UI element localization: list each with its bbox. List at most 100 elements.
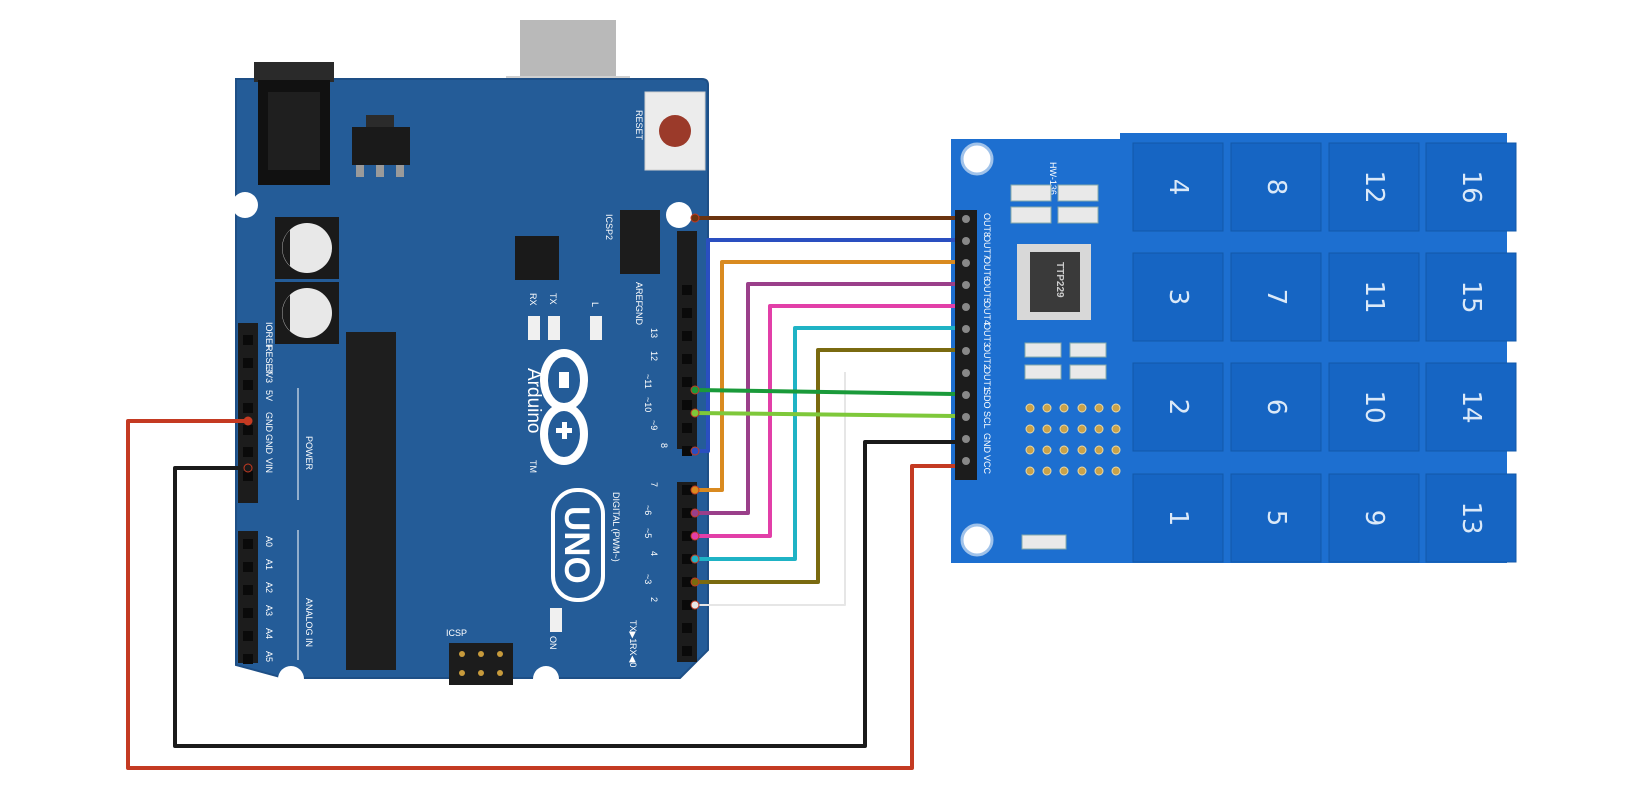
- keypad-pin: [962, 281, 970, 289]
- power-pin: [243, 335, 253, 345]
- keypad-pin-label: SDO: [982, 389, 992, 409]
- digital-pin: [682, 331, 692, 341]
- digital-pin-label: ~10: [643, 397, 653, 412]
- key-label: 14: [1456, 390, 1486, 423]
- touch-key[interactable]: 1: [1132, 473, 1224, 563]
- svg-text:ON: ON: [548, 636, 558, 650]
- reset-button[interactable]: [644, 91, 706, 171]
- analog-pin-label: A0: [264, 536, 274, 547]
- touch-key[interactable]: 13: [1425, 473, 1517, 563]
- touch-key[interactable]: 11: [1328, 252, 1420, 342]
- key-label: 3: [1163, 289, 1193, 306]
- wire-gnd: [173, 440, 955, 748]
- wire-out1: [695, 372, 846, 606]
- wire-vcc: [126, 419, 955, 770]
- power-pin-label: 3V3: [264, 367, 274, 383]
- analog-pin-label: A2: [264, 582, 274, 593]
- mounting-hole: [533, 666, 559, 692]
- key-label: 2: [1163, 399, 1193, 416]
- digital-pin: [682, 377, 692, 387]
- ic-label: TTP229: [1054, 262, 1065, 298]
- analog-pin-label: A1: [264, 559, 274, 570]
- wire-out4: [695, 304, 955, 538]
- digital-pin-label: RX◀0: [628, 643, 638, 667]
- wire-end: [690, 213, 700, 223]
- analog-header: [238, 531, 258, 663]
- brand-text: Arduino: [523, 368, 544, 434]
- digital-pin-label: AREF: [634, 282, 644, 307]
- digital-pin: [682, 285, 692, 295]
- analog-pin: [243, 654, 253, 664]
- analog-pin: [243, 562, 253, 572]
- led-rx: RX: [528, 293, 540, 340]
- keypad-pin: [962, 303, 970, 311]
- digital-pin: [682, 623, 692, 633]
- analog-pin: [243, 608, 253, 618]
- touch-key[interactable]: 15: [1425, 252, 1517, 342]
- digital-pin: [682, 446, 692, 456]
- power-pin: [243, 425, 253, 435]
- touch-key[interactable]: 16: [1425, 142, 1517, 232]
- power-pin-label: IOREF: [264, 322, 274, 350]
- analog-pin-label: A3: [264, 605, 274, 616]
- touch-key[interactable]: 14: [1425, 362, 1517, 452]
- keypad-pin: [962, 435, 970, 443]
- key-label: 15: [1456, 280, 1486, 313]
- arduino-logo: [540, 349, 588, 465]
- keypad-pin: [962, 369, 970, 377]
- digital-label: DIGITAL (PWM~): [611, 492, 621, 562]
- svg-text:TX: TX: [548, 293, 558, 305]
- touch-key[interactable]: 12: [1328, 142, 1420, 232]
- power-pin-label: RESET: [264, 345, 274, 376]
- touch-key[interactable]: 8: [1230, 142, 1322, 232]
- power-pin: [243, 358, 253, 368]
- keypad-pin: [962, 457, 970, 465]
- touch-key[interactable]: 9: [1328, 473, 1420, 563]
- capacitor: [275, 282, 339, 344]
- mounting-hole: [960, 142, 994, 176]
- keypad-pin-label: OUT4: [982, 301, 992, 325]
- key-label: 13: [1456, 501, 1486, 534]
- power-pin: [243, 471, 253, 481]
- digital-pin-label: ~9: [649, 420, 659, 430]
- touch-key[interactable]: 3: [1132, 252, 1224, 342]
- usb-chip: [515, 236, 559, 280]
- key-label: 5: [1261, 510, 1291, 527]
- led-tx: TX: [548, 293, 560, 340]
- touch-key[interactable]: 5: [1230, 473, 1322, 563]
- digital-pin: [682, 577, 692, 587]
- key-label: 11: [1359, 280, 1389, 313]
- wire-scl: [694, 411, 956, 418]
- power-pin-label: GND: [264, 412, 274, 433]
- arduino-uno-board: RESET ICSP2 RX TX L ON: [232, 20, 709, 692]
- touch-key[interactable]: 6: [1230, 362, 1322, 452]
- keypad-pin-label: OUT8: [982, 213, 992, 237]
- reset-label: RESET: [634, 110, 644, 141]
- wires: [126, 213, 956, 770]
- wire-out5: [695, 282, 955, 515]
- icsp2-header: [620, 210, 660, 274]
- power-pin-label: GND: [264, 434, 274, 455]
- touch-key[interactable]: 10: [1328, 362, 1420, 452]
- jumper-pads: [1025, 403, 1121, 476]
- digital-pin: [682, 485, 692, 495]
- touch-key[interactable]: 4: [1132, 142, 1224, 232]
- wire-end: [690, 508, 700, 518]
- power-label: POWER: [304, 436, 314, 471]
- touch-key[interactable]: 7: [1230, 252, 1322, 342]
- keypad-pin-label: OUT1: [982, 367, 992, 391]
- touch-key[interactable]: 2: [1132, 362, 1224, 452]
- svg-text:L: L: [590, 302, 600, 307]
- digital-pin: [682, 600, 692, 610]
- key-label: 6: [1261, 399, 1291, 416]
- keypad-pin: [962, 325, 970, 333]
- voltage-regulator: [352, 115, 410, 177]
- power-jack: [254, 62, 334, 185]
- keypad-pin-label: OUT2: [982, 345, 992, 369]
- digital-pin: [682, 646, 692, 656]
- key-label: 8: [1261, 179, 1291, 196]
- keypad-pin-label: OUT3: [982, 323, 992, 347]
- digital-pin-label: GND: [634, 305, 644, 326]
- model-text: UNO: [557, 506, 596, 584]
- wire-end: [690, 446, 700, 456]
